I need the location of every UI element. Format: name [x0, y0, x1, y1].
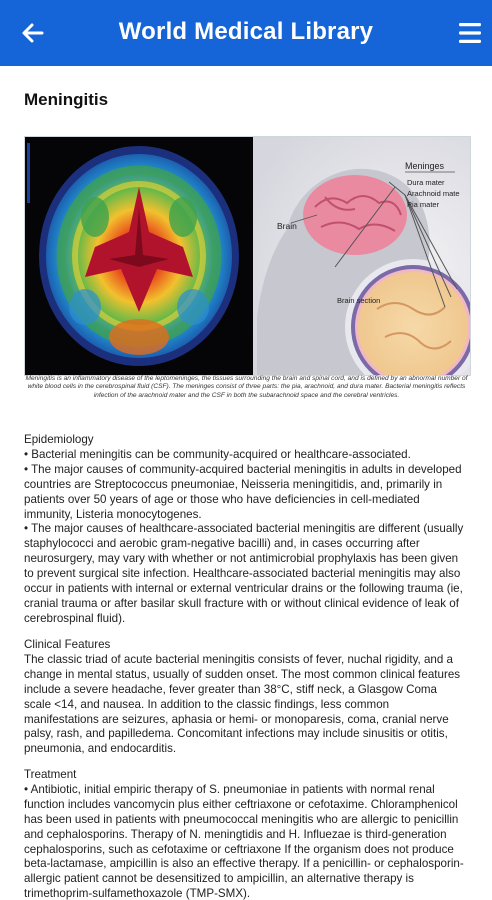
illustration-svg: Meninges Dura mater Arachnoid mate Pia m…	[25, 137, 470, 375]
figure-caption: Meningitis is an inflammatory disease of…	[25, 375, 468, 399]
section-heading: Treatment	[24, 768, 77, 781]
label-brain: Brain	[277, 221, 297, 231]
paragraph: • The major causes of community-acquired…	[24, 462, 462, 521]
label-meninges: Meninges	[405, 161, 445, 171]
menu-button[interactable]	[458, 20, 482, 46]
section-treatment: Treatment • Antibiotic, initial empiric …	[24, 768, 464, 900]
paragraph: • The major causes of healthcare-associa…	[24, 522, 464, 625]
hamburger-menu-icon	[459, 23, 481, 43]
paragraph: • Bacterial meningitis can be community-…	[24, 447, 411, 461]
label-brain-section: Brain section	[337, 296, 380, 305]
label-dura: Dura mater	[407, 178, 445, 187]
paragraph: The classic triad of acute bacterial men…	[24, 652, 461, 756]
section-clinical-features: Clinical Features The classic triad of a…	[24, 638, 464, 757]
meningitis-illustration: Meninges Dura mater Arachnoid mate Pia m…	[24, 136, 471, 376]
paragraph: • Antibiotic, initial empiric therapy of…	[24, 782, 464, 900]
arrow-left-icon	[22, 23, 44, 43]
label-pia: Pia mater	[407, 200, 440, 209]
back-button[interactable]	[18, 18, 48, 48]
app-title: World Medical Library	[118, 18, 374, 45]
section-heading: Epidemiology	[24, 433, 94, 446]
article-content[interactable]: Meningitis	[0, 66, 492, 900]
article-title: Meningitis	[24, 90, 109, 109]
section-heading: Clinical Features	[24, 638, 111, 651]
app-header: World Medical Library	[0, 0, 492, 66]
label-arachnoid: Arachnoid mate	[407, 189, 460, 198]
section-epidemiology: Epidemiology • Bacterial meningitis can …	[24, 433, 464, 627]
